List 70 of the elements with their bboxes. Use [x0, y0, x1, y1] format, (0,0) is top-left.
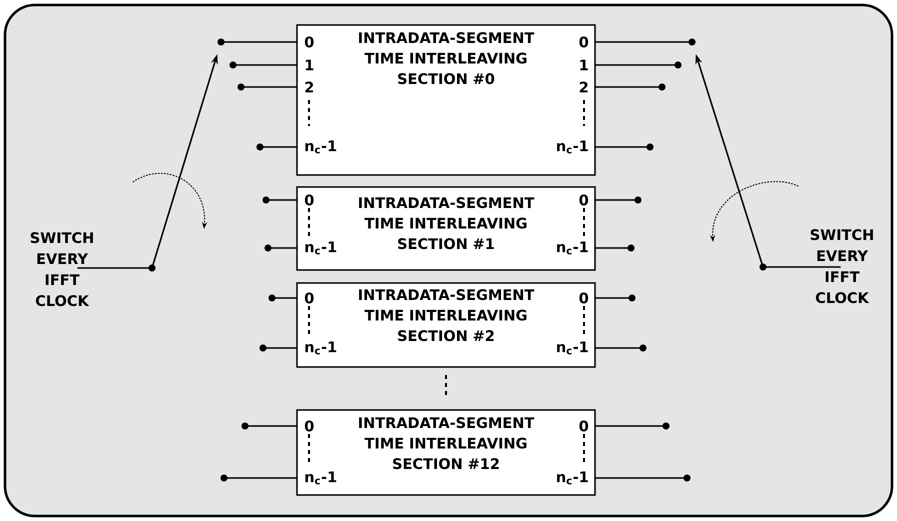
terminal-dot	[684, 474, 690, 482]
interleaver-box: INTRADATA-SEGMENT TIME INTERLEAVING SECTION #2 0 n$_{c}$-1 0 n$_{c}$-1	[296, 282, 596, 368]
port-label: 1	[306, 60, 314, 70]
connector-line	[594, 477, 684, 479]
terminal-dot	[260, 344, 266, 352]
terminal-dot	[688, 38, 696, 46]
port-label: 2	[580, 82, 588, 92]
port-label: 0	[579, 292, 588, 304]
switch-label: SWITCH EVERY IFFT CLOCK	[810, 229, 873, 304]
connector-line	[594, 41, 690, 43]
connector-line	[268, 199, 298, 201]
port-label: 0	[579, 194, 588, 206]
terminal-dot	[658, 84, 666, 90]
terminal-dot	[662, 422, 670, 430]
connector-line	[594, 146, 648, 148]
terminal-dot	[262, 196, 270, 204]
port-label: 0	[579, 36, 588, 48]
connector-line	[244, 86, 298, 88]
connector-line	[594, 247, 628, 249]
connector-line	[266, 347, 298, 349]
interleaver-box: INTRADATA-SEGMENT TIME INTERLEAVING SECTION #0 0 1 2 n$_{c}$-1 0 1 2 n$_{c}$-1	[296, 24, 596, 176]
port-label: n$_{c}$-1	[557, 342, 588, 354]
port-label: n$_{c}$-1	[557, 140, 588, 154]
terminal-dot	[256, 144, 264, 150]
terminal-dot	[640, 344, 646, 352]
interleaver-box: INTRADATA-SEGMENT TIME INTERLEAVING SECTION #12 0 n$_{c}$-1 0 n$_{c}$-1	[296, 409, 596, 496]
connector-line	[224, 41, 298, 43]
terminal-dot	[628, 294, 636, 302]
connector-line	[594, 86, 660, 88]
connector-line	[594, 347, 640, 349]
terminal-dot	[230, 62, 236, 68]
terminal-dot	[220, 474, 228, 482]
pivot-dot	[148, 264, 156, 272]
port-label: 0	[304, 420, 314, 432]
port-label: 0	[579, 420, 588, 432]
port-label: n$_{c}$-1	[305, 140, 336, 154]
connector-line	[594, 297, 630, 299]
port-label: 2	[305, 82, 314, 92]
terminal-dot	[264, 244, 272, 252]
connector-line	[236, 64, 298, 66]
connector-line	[274, 297, 298, 299]
port-label: n$_{c}$-1	[305, 342, 336, 354]
terminal-dot	[218, 38, 224, 46]
terminal-dot	[674, 62, 682, 68]
terminal-dot	[238, 84, 244, 90]
port-label: n$_{c}$-1	[557, 472, 588, 484]
port-label: n$_{c}$-1	[305, 242, 336, 254]
port-label: n$_{c}$-1	[557, 242, 588, 254]
connector-line	[262, 146, 298, 148]
pivot-dot	[760, 264, 766, 270]
terminal-dot	[268, 294, 276, 302]
connector-line	[594, 199, 636, 201]
terminal-dot	[242, 422, 248, 430]
connector-line	[270, 247, 298, 249]
terminal-dot	[634, 196, 642, 204]
switch-label: SWITCH EVERY IFFT CLOCK	[30, 232, 93, 306]
port-label: 1	[580, 60, 588, 70]
terminal-dot	[646, 144, 654, 150]
connector-line	[226, 477, 298, 479]
connector-line	[594, 64, 676, 66]
connector-line	[766, 266, 841, 268]
port-label: 0	[304, 194, 314, 206]
connector-line	[248, 425, 298, 427]
port-label: 0	[304, 292, 314, 304]
interleaver-box: INTRADATA-SEGMENT TIME INTERLEAVING SECTION #1 0 n$_{c}$-1 0 n$_{c}$-1	[296, 186, 596, 271]
port-label: n$_{c}$-1	[305, 472, 336, 484]
connector-line	[594, 425, 664, 427]
connector-line	[77, 267, 150, 269]
terminal-dot	[628, 244, 634, 252]
port-label: 0	[304, 36, 314, 48]
